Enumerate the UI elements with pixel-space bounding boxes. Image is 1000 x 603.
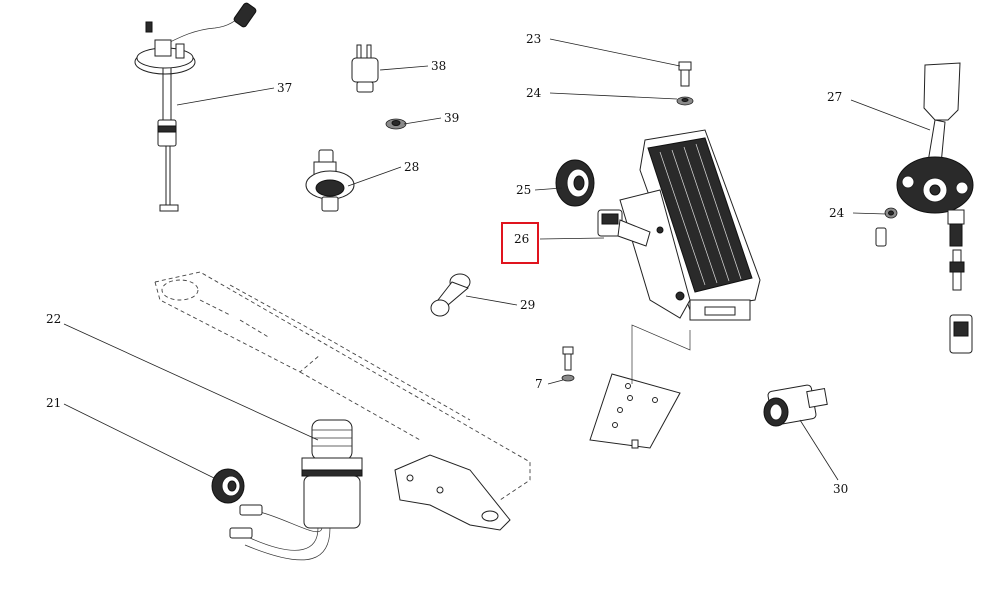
callout-29: 29 [520, 298, 535, 312]
part-21-grommet [211, 468, 245, 504]
part-39-nut [385, 118, 407, 130]
part-24-washer [676, 96, 694, 106]
part-27-hand-lever [875, 62, 974, 354]
callout-27: 27 [827, 90, 842, 104]
callout-26-highlight-box [501, 222, 539, 264]
part-30-socket [763, 384, 828, 427]
callout-26: 26 [514, 232, 529, 246]
leader-lines [63, 38, 931, 481]
callout-23: 23 [526, 32, 541, 46]
callout-22: 22 [46, 312, 61, 326]
part-22-pressure-switch [229, 419, 363, 561]
bracket-plate [394, 454, 511, 531]
callout-labels: 37 38 39 28 22 21 29 23 24 25 26 7 27 24… [46, 32, 848, 496]
part-25-grommet [555, 159, 595, 207]
part-28-pressure-sensor [305, 149, 355, 212]
callout-30: 30 [833, 482, 848, 496]
part-7-screw [561, 346, 575, 382]
accelerator-pedal-assembly [619, 129, 761, 321]
callout-38: 38 [431, 59, 446, 73]
callout-24-right: 24 [829, 206, 845, 220]
part-29-fitting [430, 273, 471, 317]
part-26-connector [597, 209, 651, 247]
callout-28: 28 [404, 160, 419, 174]
part-24-washer-right [884, 207, 898, 219]
mounting-rail-dashed [154, 271, 531, 501]
part-37-fuel-sender [134, 2, 257, 212]
pedal-mounting-plate [589, 324, 691, 449]
part-23-bolt [678, 61, 692, 87]
callout-24-top: 24 [526, 86, 542, 100]
callout-37: 37 [277, 81, 292, 95]
callout-21: 21 [46, 396, 61, 410]
part-38-switch [351, 44, 379, 93]
callout-39: 39 [444, 111, 459, 125]
callout-7: 7 [535, 377, 543, 391]
callout-25: 25 [516, 183, 531, 197]
